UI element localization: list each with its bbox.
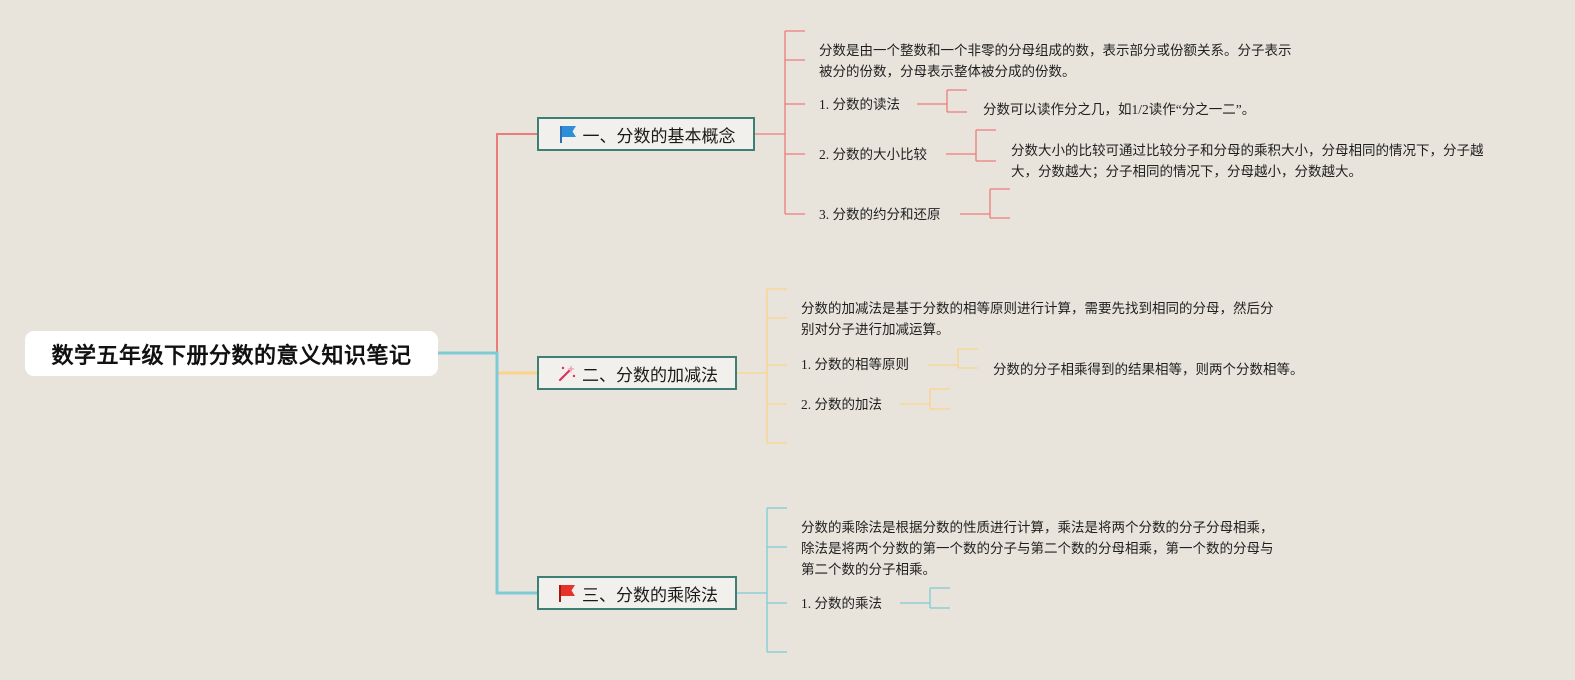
subtopic-reading-detail: 分数可以读作分之几，如1/2读作“分之一二”。 bbox=[983, 99, 1255, 120]
topic-2-description: 分数的加减法是基于分数的相等原则进行计算，需要先找到相同的分母，然后分 别对分子… bbox=[801, 298, 1274, 340]
subtopic-reading[interactable]: 1. 分数的读法 bbox=[819, 97, 900, 112]
subtopic-equality-principle-detail: 分数的分子相乘得到的结果相等，则两个分数相等。 bbox=[993, 359, 1304, 380]
topic-label: 一、分数的基本概念 bbox=[582, 126, 736, 147]
branch-1-connectors bbox=[755, 30, 1010, 219]
topic-3-description: 分数的乘除法是根据分数的性质进行计算，乘法是将两个分数的分子分母相乘， 除法是将… bbox=[801, 517, 1274, 580]
subtopic-equality-principle[interactable]: 1. 分数的相等原则 bbox=[801, 357, 909, 372]
description-line: 被分的份数，分母表示整体被分成的份数。 bbox=[819, 64, 1076, 79]
trunk-connectors bbox=[438, 133, 537, 595]
description-line: 分数的乘除法是根据分数的性质进行计算，乘法是将两个分数的分子分母相乘， bbox=[801, 520, 1274, 535]
trunk-to-topic-3 bbox=[438, 351, 537, 595]
description-line: 除法是将两个分数的第一个数的分子与第二个数的分母相乘，第一个数的分母与 bbox=[801, 541, 1274, 556]
magic-wand-icon bbox=[556, 362, 578, 384]
trunk-to-topic-2 bbox=[438, 351, 537, 375]
detail-line: 分数的分子相乘得到的结果相等，则两个分数相等。 bbox=[993, 362, 1304, 377]
topic-label: 二、分数的加减法 bbox=[582, 365, 718, 386]
branch-2-connectors bbox=[737, 288, 978, 444]
subtopic-size-comparison[interactable]: 2. 分数的大小比较 bbox=[819, 147, 927, 162]
topic-label: 三、分数的乘除法 bbox=[582, 585, 718, 606]
branch-3-connectors bbox=[737, 507, 950, 653]
detail-line: 分数大小的比较可通过比较分子和分母的乘积大小，分母相同的情况下，分子越 bbox=[1011, 143, 1484, 158]
subtopic-size-comparison-detail: 分数大小的比较可通过比较分子和分母的乘积大小，分母相同的情况下，分子越 大，分数… bbox=[1011, 140, 1484, 182]
blue-flag-icon bbox=[557, 123, 579, 145]
description-line: 分数的加减法是基于分数的相等原则进行计算，需要先找到相同的分母，然后分 bbox=[801, 301, 1274, 316]
detail-line: 分数可以读作分之几，如1/2读作“分之一二”。 bbox=[983, 102, 1256, 117]
detail-line: 大，分数越大；分子相同的情况下，分母越小，分数越大。 bbox=[1011, 164, 1362, 179]
subtopic-multiplication[interactable]: 1. 分数的乘法 bbox=[801, 596, 882, 611]
description-line: 别对分子进行加减运算。 bbox=[801, 322, 950, 337]
topic-1-description: 分数是由一个整数和一个非零的分母组成的数，表示部分或份额关系。分子表示 被分的份… bbox=[819, 40, 1292, 82]
trunk-to-topic-1 bbox=[438, 133, 537, 354]
description-line: 第二个数的分子相乘。 bbox=[801, 562, 936, 577]
red-flag-icon bbox=[556, 582, 578, 604]
description-line: 分数是由一个整数和一个非零的分母组成的数，表示部分或份额关系。分子表示 bbox=[819, 43, 1292, 58]
topic-multiply-divide[interactable]: 三、分数的乘除法 bbox=[537, 576, 737, 610]
topic-basic-concept[interactable]: 一、分数的基本概念 bbox=[537, 117, 755, 151]
topic-add-subtract[interactable]: 二、分数的加减法 bbox=[537, 356, 737, 390]
subtopic-reduce-restore[interactable]: 3. 分数的约分和还原 bbox=[819, 207, 941, 222]
subtopic-addition[interactable]: 2. 分数的加法 bbox=[801, 397, 882, 412]
root-title[interactable]: 数学五年级下册分数的意义知识笔记 bbox=[25, 331, 438, 376]
